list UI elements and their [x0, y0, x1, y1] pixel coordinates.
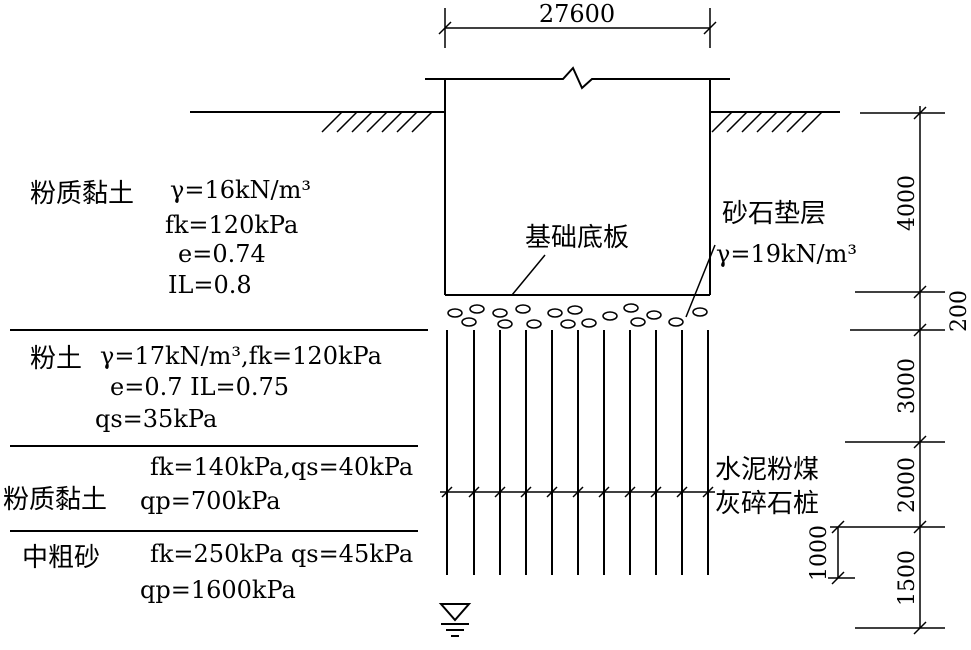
- layer1-gamma: γ=16kN/m³: [170, 176, 311, 204]
- dim-2000: 2000: [895, 457, 920, 513]
- layer4-fk-qs: fk=250kPa qs=45kPa: [150, 540, 413, 568]
- layer-medium-coarse-sand: 中粗砂 fk=250kPa qs=45kPa qp=1600kPa: [22, 540, 413, 604]
- layer2-qs: qs=35kPa: [95, 405, 217, 433]
- layer4-qp: qp=1600kPa: [140, 576, 296, 604]
- right-dimension-chain: [828, 106, 945, 635]
- dim-1500: 1500: [895, 550, 920, 606]
- gravel-cushion-label: 砂石垫层: [722, 199, 826, 229]
- top-dimension-label: 27600: [539, 0, 615, 28]
- foundation-slab-label: 基础底板: [525, 223, 629, 253]
- layer2-gamma-fk: γ=17kN/m³,fk=120kPa: [100, 342, 382, 370]
- slab-leader: [511, 254, 546, 296]
- cushion-leader: [685, 244, 716, 318]
- layer1-il: IL=0.8: [168, 271, 252, 299]
- layer3-fk-qs: fk=140kPa,qs=40kPa: [150, 453, 413, 481]
- layer4-name: 中粗砂: [22, 543, 100, 573]
- layer-silt: 粉土 γ=17kN/m³,fk=120kPa e=0.7 IL=0.75 qs=…: [30, 342, 382, 433]
- layer-silty-clay-1: 粉质黏土 γ=16kN/m³ fk=120kPa e=0.74 IL=0.8: [30, 176, 311, 299]
- dim-3000: 3000: [895, 358, 920, 414]
- ground-surface: [190, 111, 840, 133]
- layer3-qp: qp=700kPa: [140, 487, 281, 515]
- dim-200: 200: [947, 290, 971, 332]
- pile-spacing-line: [440, 486, 715, 498]
- gravel-gamma-label: γ=19kN/m³: [716, 240, 857, 268]
- layer1-e: e=0.74: [178, 240, 266, 268]
- dim-1000: 1000: [807, 525, 832, 581]
- layer1-name: 粉质黏土: [30, 179, 134, 209]
- top-dimension: 27600: [438, 0, 717, 48]
- piles: [446, 330, 709, 575]
- layer-silty-clay-2: 粉质黏土 fk=140kPa,qs=40kPa qp=700kPa: [3, 453, 413, 515]
- layer2-name: 粉土: [30, 344, 82, 374]
- gravel-cushion: [447, 303, 708, 329]
- water-table-icon: [438, 603, 472, 637]
- slab-break-line: [425, 66, 730, 90]
- layer2-e-il: e=0.7 IL=0.75: [110, 373, 289, 401]
- layer3-name: 粉质黏土: [3, 485, 107, 515]
- layer-boundaries: [10, 329, 428, 532]
- pile-label-line2: 灰碎石桩: [715, 489, 819, 519]
- pile-label-line1: 水泥粉煤: [715, 455, 819, 485]
- layer1-fk: fk=120kPa: [165, 211, 298, 239]
- dim-4000: 4000: [895, 175, 920, 231]
- foundation-pit: [444, 79, 711, 296]
